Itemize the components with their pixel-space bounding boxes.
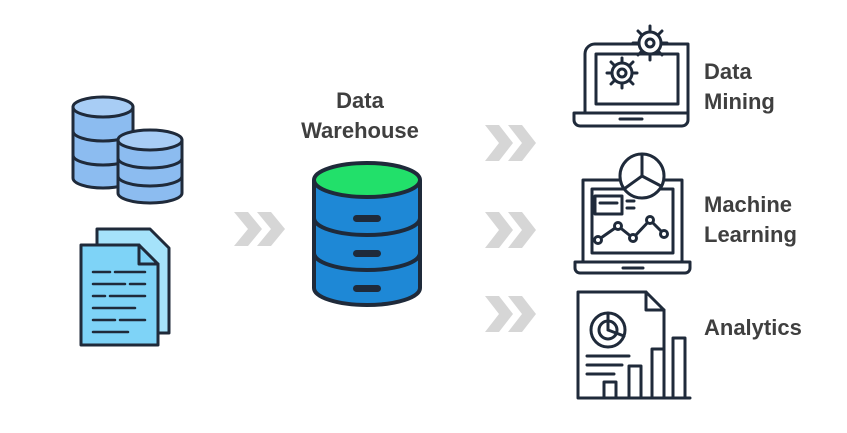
double-chevron-right-icon (234, 212, 285, 246)
machine-learning-label-line-1: Machine (704, 192, 793, 217)
data-warehouse-label-line-2: Warehouse (301, 118, 419, 143)
data-warehouse-label-line-1: Data (336, 88, 384, 113)
gear-icon (631, 24, 669, 62)
double-chevron-right-icon (485, 212, 536, 248)
analytics-label: Analytics (704, 313, 802, 343)
machine-learning-label-line-2: Learning (704, 222, 797, 247)
database-cylinder-front (116, 128, 184, 205)
laptop-gears-icon (572, 24, 690, 128)
monitor-chart-icon (573, 152, 692, 275)
gear-icon (605, 56, 639, 90)
database-cylinder-back (71, 95, 135, 190)
documents-icon (79, 227, 171, 347)
analytics-label-line-1: Analytics (704, 315, 802, 340)
bar-chart-icon (596, 336, 692, 400)
warehouse-database-icon (312, 161, 422, 307)
database-stack-icon (71, 95, 184, 205)
warehouse-slots (353, 215, 381, 292)
document-text-lines (91, 270, 147, 334)
data-mining-label-line-2: Mining (704, 89, 775, 114)
data-warehouse-label: Data Warehouse (290, 86, 430, 146)
pie-chart-icon (589, 311, 627, 349)
data-mining-label-line-1: Data (704, 59, 752, 84)
data-mining-label: Data Mining (704, 57, 775, 117)
report-chart-icon (576, 290, 692, 400)
double-chevron-right-icon (485, 296, 536, 332)
double-chevron-right-icon (485, 125, 536, 161)
machine-learning-label: Machine Learning (704, 190, 797, 250)
pie-chart-icon (618, 152, 666, 200)
